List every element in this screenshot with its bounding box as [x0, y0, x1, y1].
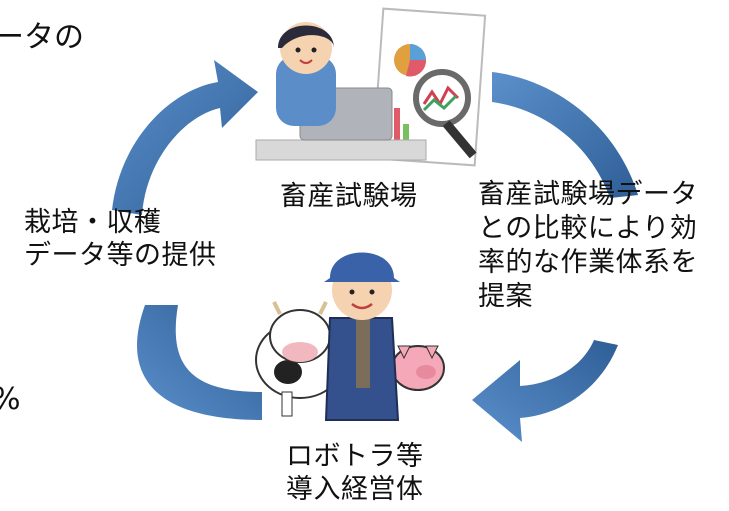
arrow-label-data-provision: 栽培・収穫 データ等の提供	[24, 207, 217, 271]
node-label-experiment-station: 畜産試験場	[280, 181, 418, 212]
farmer-with-cow-and-pig-illustration	[255, 252, 445, 421]
arrow-up-right-icon	[112, 60, 262, 420]
arrow-label-proposal: 畜産試験場データ との比較により効 率的な作業体系を 提案	[478, 179, 698, 312]
cropped-text-fragment: ータの	[0, 20, 84, 55]
arrow-down-left-icon	[472, 72, 638, 442]
node-label-farm-management: ロボトラ等 導入経営体	[286, 441, 424, 505]
cropped-text-fragment: %	[0, 382, 21, 418]
researcher-analyzing-charts-illustration	[255, 7, 487, 167]
